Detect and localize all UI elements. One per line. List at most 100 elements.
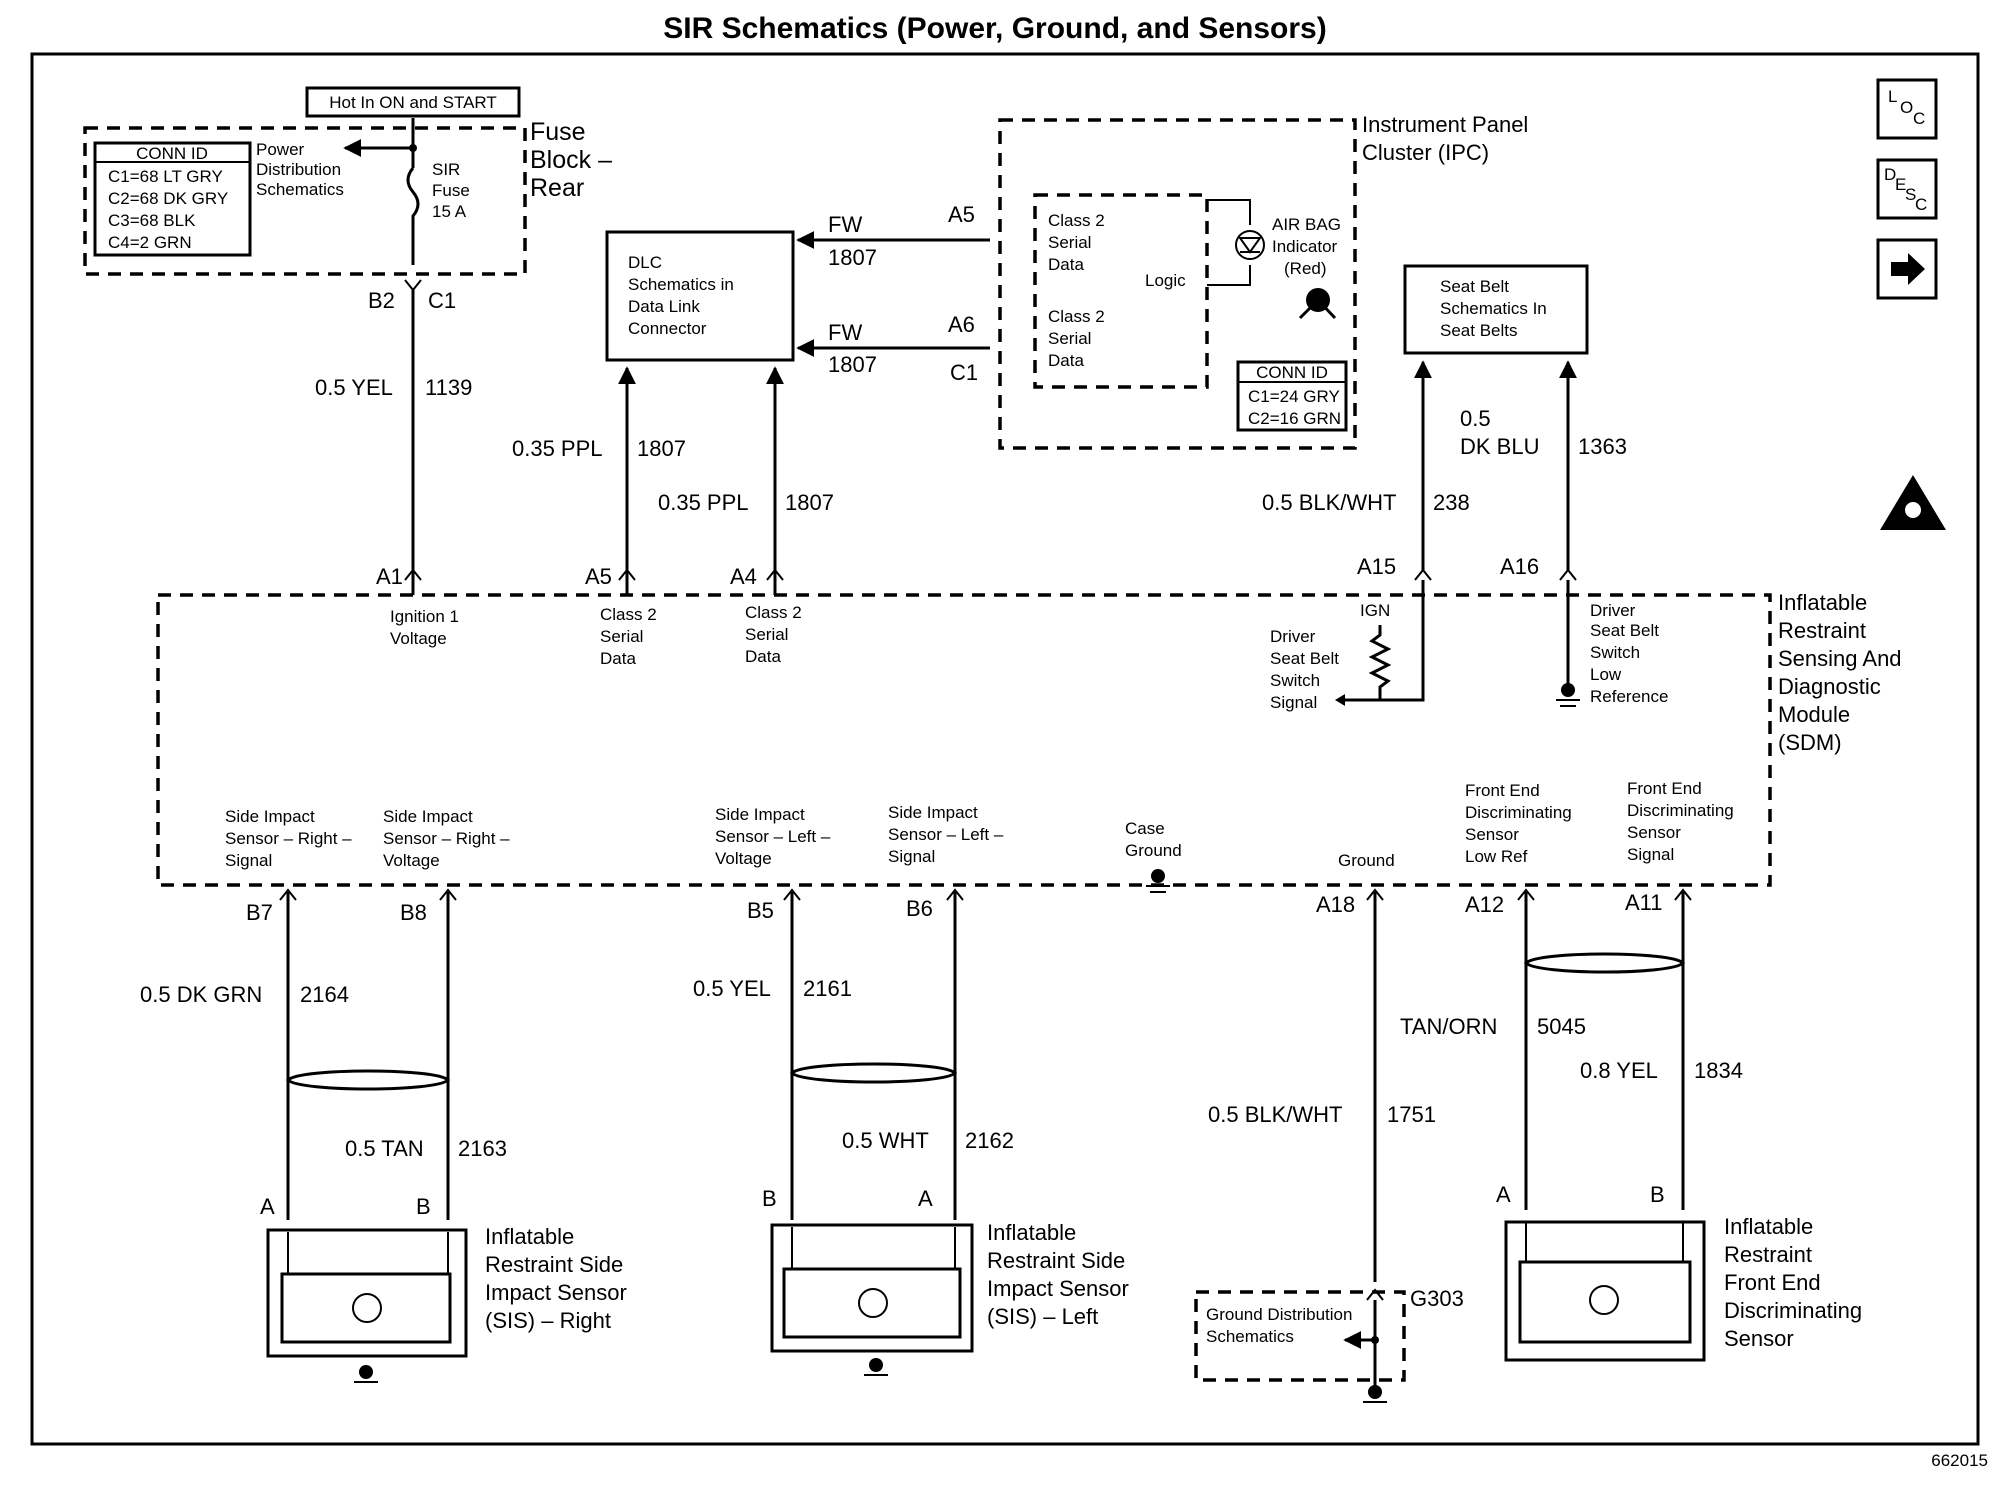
sdm-bot-label-2b: Sensor – Right – xyxy=(383,829,510,848)
sdm-label-class2a-2: Serial xyxy=(600,627,643,646)
wire-2162-circuit: 2162 xyxy=(965,1128,1014,1153)
airbag-led-icon xyxy=(1235,230,1265,260)
ipc-serial2-1: Class 2 xyxy=(1048,307,1105,326)
seat-belt-switch-resistor xyxy=(1340,580,1425,702)
sdm-bot-label-4c: Signal xyxy=(888,847,935,866)
ipc-conn-id-box xyxy=(1236,360,1348,432)
sdm-bot-label-7c: Sensor xyxy=(1465,825,1519,844)
fed-name-5: Sensor xyxy=(1724,1326,1794,1351)
dlc-box xyxy=(605,230,795,362)
sdm-ign-label: IGN xyxy=(1360,601,1390,620)
sdm-title-4: Diagnostic xyxy=(1778,674,1881,699)
fuse-label-2: Fuse xyxy=(432,181,470,200)
next-arrow-icon[interactable] xyxy=(1876,238,1938,300)
wire-238-label: 0.5 BLK/WHT xyxy=(1262,490,1396,515)
ground-dist-box xyxy=(1194,1290,1406,1382)
ipc-serial1-3: Data xyxy=(1048,255,1084,274)
airbag-label-3: (Red) xyxy=(1284,259,1327,278)
wire-5045-label: TAN/ORN xyxy=(1400,1014,1497,1039)
fw-2-circuit: 1807 xyxy=(828,352,877,377)
ipc-serial2-2: Serial xyxy=(1048,329,1091,348)
twisted-pair-icons xyxy=(285,952,1686,1091)
sis-left-pin-a: A xyxy=(918,1186,933,1211)
sdm-label-class2b-3: Data xyxy=(745,647,781,666)
wire-1363-label-1: 0.5 xyxy=(1460,406,1491,431)
wire-2161-label: 0.5 YEL xyxy=(693,976,771,1001)
fuse-conn-id-c3: C3=68 BLK xyxy=(108,211,196,230)
wire-1751-label: 0.5 BLK/WHT xyxy=(1208,1102,1342,1127)
seat-belt-label-1: Seat Belt xyxy=(1440,277,1509,296)
sdm-pin-a16: A16 xyxy=(1500,554,1539,579)
ground-g303-icon xyxy=(1363,1385,1387,1403)
seatbelt-lowref-3: Switch xyxy=(1590,643,1640,662)
sdm-pin-a5: A5 xyxy=(585,564,612,589)
sdm-bot-label-8c: Sensor xyxy=(1627,823,1681,842)
sdm-bot-label-4a: Side Impact xyxy=(888,803,978,822)
fed-name-2: Restraint xyxy=(1724,1242,1812,1267)
fuse-label-3: 15 A xyxy=(432,202,467,221)
sis-left-name-1: Inflatable xyxy=(987,1220,1076,1245)
svg-text:E: E xyxy=(1895,175,1906,194)
sis-right-name-1: Inflatable xyxy=(485,1224,574,1249)
wire-2163-circuit: 2163 xyxy=(458,1136,507,1161)
fuse-block-box xyxy=(83,126,527,276)
sis-right-pin-a: A xyxy=(260,1194,275,1219)
svg-text:S: S xyxy=(1905,185,1916,204)
sdm-label-class2b-1: Class 2 xyxy=(745,603,802,622)
ground-icon xyxy=(1556,683,1580,707)
sdm-bot-label-1b: Sensor – Right – xyxy=(225,829,352,848)
sis-right-sensor xyxy=(266,1228,468,1383)
sdm-title-1: Inflatable xyxy=(1778,590,1867,615)
wire-1834-label: 0.8 YEL xyxy=(1580,1058,1658,1083)
figure-id: 662015 xyxy=(1931,1451,1988,1470)
fed-name-4: Discriminating xyxy=(1724,1298,1862,1323)
sdm-title-2: Restraint xyxy=(1778,618,1866,643)
wire-2163-label: 0.5 TAN xyxy=(345,1136,424,1161)
front-end-sensor xyxy=(1504,1220,1706,1362)
sdm-bot-label-5b: Ground xyxy=(1125,841,1182,860)
seatbelt-signal-1: Driver xyxy=(1270,627,1316,646)
wire-1807a-circuit: 1807 xyxy=(637,436,686,461)
sdm-bot-label-6: Ground xyxy=(1338,851,1395,870)
dlc-label-2: Schematics in xyxy=(628,275,734,294)
sdm-pin-b5: B5 xyxy=(747,898,774,923)
seatbelt-lowref-5: Reference xyxy=(1590,687,1668,706)
sdm-bot-label-3b: Sensor – Left – xyxy=(715,827,831,846)
sdm-title-5: Module xyxy=(1778,702,1850,727)
fuse-conn-id-box xyxy=(93,141,252,257)
sdm-bot-label-5a: Case xyxy=(1125,819,1165,838)
sdm-bot-label-2a: Side Impact xyxy=(383,807,473,826)
sdm-box xyxy=(156,593,1772,887)
fuse-block-title-3: Rear xyxy=(530,174,584,202)
seat-belt-label-3: Seat Belts xyxy=(1440,321,1518,340)
airbag-occupant-icon xyxy=(1298,288,1337,320)
sis-right-name-3: Impact Sensor xyxy=(485,1280,627,1305)
sdm-bot-label-1a: Side Impact xyxy=(225,807,315,826)
dlc-label-4: Connector xyxy=(628,319,707,338)
sdm-pin-a12: A12 xyxy=(1465,892,1504,917)
sdm-pin-b6: B6 xyxy=(906,896,933,921)
sis-left-name-3: Impact Sensor xyxy=(987,1276,1129,1301)
wire-1363-label-2: DK BLU xyxy=(1460,434,1539,459)
ipc-logic-box xyxy=(1033,193,1209,389)
sis-left-name-2: Restraint Side xyxy=(987,1248,1125,1273)
ground-dist-2: Schematics xyxy=(1206,1327,1294,1346)
sis-left-pin-b: B xyxy=(762,1186,777,1211)
power-dist-3: Schematics xyxy=(256,180,344,199)
loc-button[interactable]: LOC xyxy=(1876,78,1938,140)
ipc-conn-id-c1: C1=24 GRY xyxy=(1248,387,1340,406)
ipc-pin-a5: A5 xyxy=(948,202,975,227)
sdm-bot-label-8b: Discriminating xyxy=(1627,801,1734,820)
wire-1807b-circuit: 1807 xyxy=(785,490,834,515)
fed-pin-a: A xyxy=(1496,1182,1511,1207)
ipc-logic-label: Logic xyxy=(1145,271,1186,290)
fuse-conn-id-c4: C4=2 GRN xyxy=(108,233,192,252)
sdm-bot-label-4b: Sensor – Left – xyxy=(888,825,1004,844)
wire-1807a-label: 0.35 PPL xyxy=(512,436,603,461)
hot-label: Hot In ON and START xyxy=(329,93,497,112)
ground-dist-1: Ground Distribution xyxy=(1206,1305,1352,1324)
wire-1751-circuit: 1751 xyxy=(1387,1102,1436,1127)
sdm-bot-label-1c: Signal xyxy=(225,851,272,870)
sis-right-name-2: Restraint Side xyxy=(485,1252,623,1277)
